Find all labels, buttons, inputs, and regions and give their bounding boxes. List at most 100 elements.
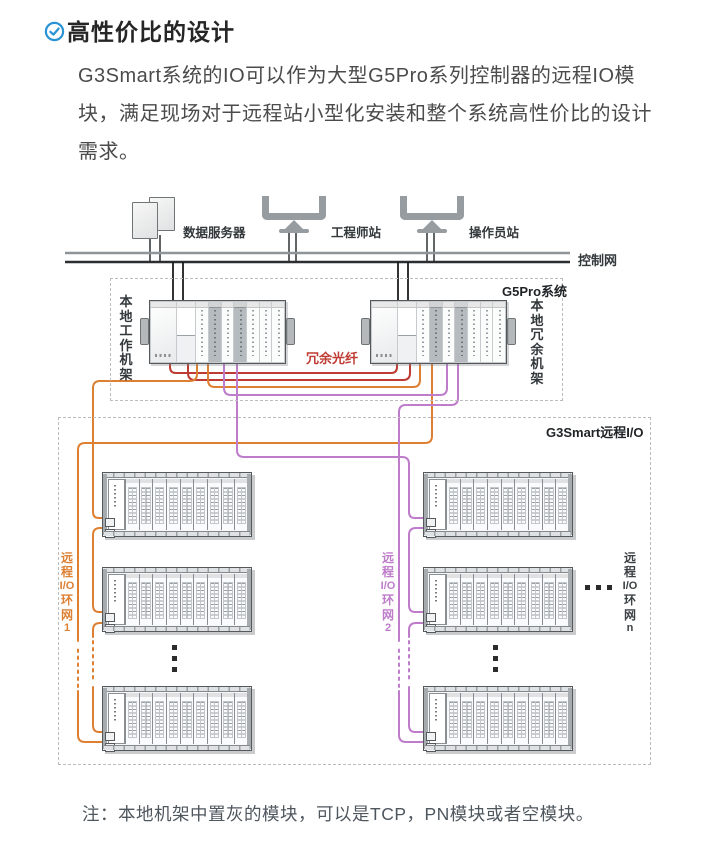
rack-endcap [103, 569, 107, 630]
ring-port [426, 518, 436, 527]
io-module [487, 574, 501, 625]
io-module [473, 693, 488, 744]
page-title: 高性价比的设计 [67, 19, 235, 45]
ring-port [426, 732, 436, 741]
io-module [179, 693, 194, 744]
io-module [166, 693, 180, 744]
io-module [193, 479, 208, 530]
footnote: 注：本地机架中置灰的模块，可以是TCP，PN模块或者空模块。 [82, 804, 594, 824]
io-module [473, 574, 488, 625]
module-io [272, 302, 285, 362]
io-module [152, 574, 167, 625]
io-modules [446, 479, 570, 530]
module-io-gray [208, 302, 221, 362]
module-io [442, 302, 455, 362]
rack-endcap [103, 688, 107, 749]
local-work-rack-label: 本 地 工 作 机 架 [119, 294, 133, 382]
module-io [221, 302, 234, 362]
ring1-wire [92, 622, 103, 638]
check-circle-icon [44, 21, 65, 42]
remote-io-rack [423, 472, 573, 538]
module-psu [372, 302, 397, 362]
io-module [446, 479, 460, 530]
ring1-label: 远 程 I/O 环 网 1 [59, 551, 75, 635]
io-module [193, 574, 208, 625]
io-module [207, 479, 221, 530]
more-racks-ellipsis [493, 645, 498, 672]
io-module [220, 693, 235, 744]
io-module [220, 479, 235, 530]
bus-adapter-module [426, 574, 446, 633]
operator-station-monitor-icon [400, 196, 464, 233]
remote-io-rack [102, 567, 252, 633]
rack-endcap [568, 569, 572, 630]
module-psu [151, 302, 176, 362]
io-module [152, 693, 167, 744]
redundant-fiber-label: 冗余光纤 [306, 351, 359, 366]
rack-endcap [424, 569, 428, 630]
io-module [179, 574, 194, 625]
rack-rail [104, 473, 250, 478]
module-io [259, 302, 272, 362]
io-module [541, 574, 556, 625]
rack-endcap [424, 474, 428, 535]
server-towers-icon [132, 197, 180, 239]
ring2-wire [408, 527, 424, 613]
redundant-fiber-wire [169, 363, 398, 374]
module-io-gray [234, 302, 246, 362]
bus-adapter-module [105, 574, 125, 633]
io-module [138, 574, 153, 625]
more-racks-ellipsis [172, 645, 177, 672]
local-rack-modules [370, 300, 507, 364]
io-modules [446, 693, 570, 744]
rack-endcap [103, 474, 107, 535]
io-module [473, 479, 488, 530]
rack-rail [425, 626, 571, 631]
station-label-engineer: 工程师站 [331, 226, 382, 240]
station-label-data-server: 数据服务器 [183, 226, 246, 240]
io-module [528, 693, 542, 744]
io-module [125, 693, 139, 744]
ring-port [105, 518, 115, 527]
io-module [459, 693, 474, 744]
io-module [541, 479, 556, 530]
rack-rail [425, 473, 571, 478]
rack-rail [425, 687, 571, 692]
station-label-operator: 操作员站 [469, 226, 520, 240]
remote-io-rack [102, 472, 252, 538]
remote-io-rack [102, 686, 252, 752]
rack-endcap [247, 474, 251, 535]
module-io [417, 302, 429, 362]
redundant-fiber-wire [187, 363, 411, 381]
rack-endcap [247, 569, 251, 630]
io-module [528, 479, 542, 530]
rack-rail [425, 531, 571, 536]
ring-port [105, 613, 115, 622]
io-modules [125, 479, 249, 530]
module-io [467, 302, 480, 362]
io-module [528, 574, 542, 625]
io-module [514, 479, 529, 530]
io-module [487, 479, 501, 530]
io-module [446, 693, 460, 744]
rack-rail [104, 626, 250, 631]
rack-flange [507, 318, 516, 345]
ring1-wire [77, 690, 103, 743]
ring2-wire [408, 686, 424, 733]
intro-paragraph: G3Smart系统的IO可以作为大型G5Pro系列控制器的远程IO模块，满足现场… [78, 65, 652, 163]
more-ring-networks-ellipsis [585, 585, 612, 590]
io-module [541, 693, 556, 744]
io-module [220, 574, 235, 625]
ring-port [105, 732, 115, 741]
io-module [152, 479, 167, 530]
module-io [196, 302, 208, 362]
architecture-diagram: 数据服务器 工程师站 操作员站 控制网 G5Pro系统 本 地 工 作 机 架 … [0, 195, 708, 803]
io-module [500, 574, 515, 625]
io-module [514, 574, 529, 625]
io-module [207, 693, 221, 744]
io-module [138, 693, 153, 744]
rack-rail [104, 568, 250, 573]
ring-port [426, 613, 436, 622]
io-module [446, 574, 460, 625]
local-redundant-rack-label: 本 地 冗 余 机 架 [530, 298, 544, 386]
